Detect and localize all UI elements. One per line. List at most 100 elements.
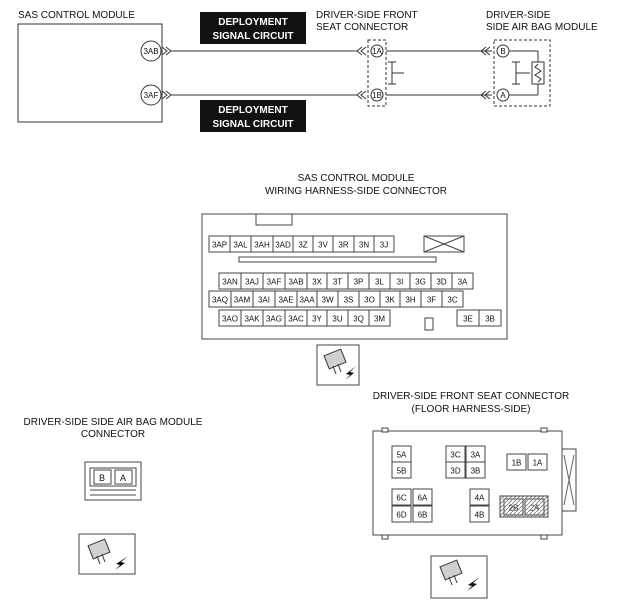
airbag-pin-a: A xyxy=(500,91,506,100)
svg-text:5B: 5B xyxy=(397,467,407,476)
pin-3x: 3X xyxy=(306,272,328,290)
pin-3n: 3N xyxy=(353,235,375,253)
airbag-module-symbol: B A xyxy=(493,39,551,107)
pin-6c: 6C xyxy=(391,488,412,506)
svg-text:3L: 3L xyxy=(375,278,384,287)
svg-text:3A: 3A xyxy=(471,451,481,460)
pin-3ab: 3AB xyxy=(284,272,308,290)
pin-3z: 3Z xyxy=(292,235,314,253)
sas-module-title: SAS CONTROL MODULE xyxy=(18,10,135,21)
svg-text:3AO: 3AO xyxy=(222,315,238,324)
svg-text:4B: 4B xyxy=(475,511,485,520)
svg-text:3AC: 3AC xyxy=(288,315,304,324)
pin-6a: 6A xyxy=(412,488,433,506)
svg-text:3K: 3K xyxy=(385,296,395,305)
pin-3h: 3H xyxy=(399,290,422,308)
svg-text:3AL: 3AL xyxy=(233,241,248,250)
svg-text:3AN: 3AN xyxy=(222,278,238,287)
pin-3a: 3A xyxy=(465,445,486,463)
wire-bottom xyxy=(161,90,367,100)
svg-text:3AK: 3AK xyxy=(244,315,260,324)
svg-text:3Q: 3Q xyxy=(353,315,364,324)
svg-text:SIGNAL CIRCUIT: SIGNAL CIRCUIT xyxy=(213,119,294,130)
pin-3aj: 3AJ xyxy=(240,272,264,290)
svg-text:3A: 3A xyxy=(458,278,468,287)
pin-3m: 3M xyxy=(368,309,391,327)
svg-text:3M: 3M xyxy=(374,315,385,324)
sas-module-box xyxy=(17,23,163,123)
pin-3u: 3U xyxy=(326,309,349,327)
seat-connector-face-title-line1: DRIVER-SIDE FRONT SEAT CONNECTOR xyxy=(373,391,570,402)
pin-3ah: 3AH xyxy=(250,235,274,253)
svg-text:3P: 3P xyxy=(354,278,364,287)
pin-3ai: 3AI xyxy=(252,290,276,308)
svg-text:3V: 3V xyxy=(318,241,328,250)
pin-3an: 3AN xyxy=(218,272,242,290)
pin-3ac: 3AC xyxy=(284,309,308,327)
seat-connector-title-line1: DRIVER-SIDE FRONT xyxy=(316,10,418,21)
pin-3q: 3Q xyxy=(347,309,370,327)
airbag-title-line2: SIDE AIR BAG MODULE xyxy=(486,22,598,33)
deployment-signal-label-top: DEPLOYMENT SIGNAL CIRCUIT xyxy=(200,12,306,44)
pin-3c: 3C xyxy=(445,445,466,463)
pin-3i: 3I xyxy=(389,272,411,290)
svg-text:3AH: 3AH xyxy=(254,241,270,250)
pin-3e: 3E xyxy=(456,309,480,327)
pin-4a: 4A xyxy=(469,488,490,506)
airbag-pin-b: B xyxy=(500,47,505,56)
pin-3am: 3AM xyxy=(230,290,254,308)
pin-3aa: 3AA xyxy=(296,290,318,308)
pin-6d: 6D xyxy=(391,505,412,523)
pin-6b: 6B xyxy=(412,505,433,523)
svg-text:SIGNAL CIRCUIT: SIGNAL CIRCUIT xyxy=(213,31,294,42)
svg-text:3O: 3O xyxy=(364,296,375,305)
blank-cavity xyxy=(423,235,465,253)
svg-text:3S: 3S xyxy=(344,296,354,305)
svg-text:3E: 3E xyxy=(463,315,473,324)
pin-3al: 3AL xyxy=(229,235,252,253)
pin-3c: 3C xyxy=(441,290,464,308)
sas-connector-title-line1: SAS CONTROL MODULE xyxy=(298,173,415,184)
svg-text:3AF: 3AF xyxy=(144,91,159,100)
svg-text:3Z: 3Z xyxy=(298,241,307,250)
seat-connector-face: 5A5B3C3A3D3B1B1A6C6A6D6B4A4B2B2A xyxy=(372,427,577,540)
svg-text:3AI: 3AI xyxy=(258,296,270,305)
pin-3a: 3A xyxy=(451,272,474,290)
svg-text:DEPLOYMENT: DEPLOYMENT xyxy=(218,17,287,28)
svg-text:3R: 3R xyxy=(338,241,348,250)
svg-text:3B: 3B xyxy=(485,315,495,324)
svg-text:3N: 3N xyxy=(359,241,369,250)
svg-text:3D: 3D xyxy=(436,278,446,287)
pin-3b: 3B xyxy=(465,461,486,479)
wire-top xyxy=(161,46,367,56)
svg-text:3G: 3G xyxy=(415,278,426,287)
svg-text:3AB: 3AB xyxy=(288,278,303,287)
svg-text:6C: 6C xyxy=(396,494,406,503)
airbag-connector-title-line2: CONNECTOR xyxy=(81,429,145,440)
pin-3v: 3V xyxy=(312,235,334,253)
svg-text:3X: 3X xyxy=(312,278,322,287)
svg-text:1A: 1A xyxy=(533,459,543,468)
pin-3ak: 3AK xyxy=(240,309,264,327)
pin-3p: 3P xyxy=(347,272,370,290)
seat-connector-title-line2: SEAT CONNECTOR xyxy=(316,22,408,33)
svg-text:3C: 3C xyxy=(447,296,457,305)
pin-3aq: 3AQ xyxy=(208,290,232,308)
pin-3b: 3B xyxy=(478,309,502,327)
sas-connector-title-line2: WIRING HARNESS-SIDE CONNECTOR xyxy=(265,186,447,197)
svg-text:4A: 4A xyxy=(475,494,485,503)
pin-3d: 3D xyxy=(445,461,466,479)
pin-5b: 5B xyxy=(391,461,412,479)
svg-text:3W: 3W xyxy=(322,296,334,305)
pin-3t: 3T xyxy=(326,272,349,290)
pin-3ap: 3AP xyxy=(208,235,231,253)
svg-text:3AM: 3AM xyxy=(234,296,251,305)
terminal-3ab: 3AB xyxy=(140,40,162,62)
seat-pin-1a: 1A xyxy=(372,47,382,56)
svg-text:3AG: 3AG xyxy=(266,315,282,324)
svg-text:3H: 3H xyxy=(405,296,415,305)
svg-text:3F: 3F xyxy=(427,296,436,305)
airbag-view-icon xyxy=(78,533,136,575)
pin-3l: 3L xyxy=(368,272,391,290)
